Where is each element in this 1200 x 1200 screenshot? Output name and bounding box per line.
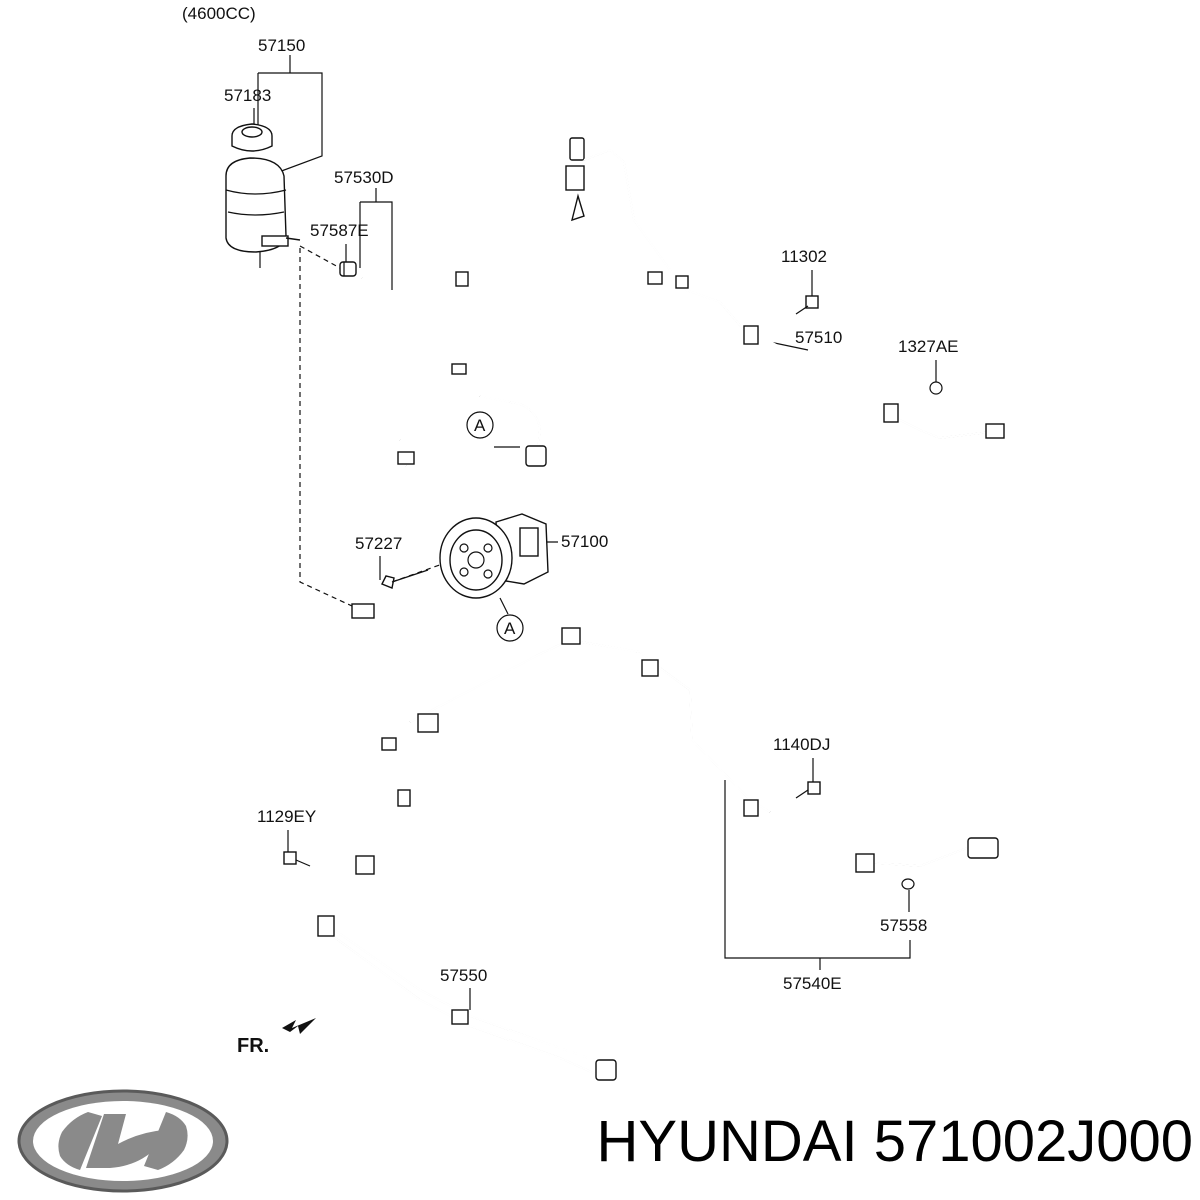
reference-a-upper (466, 411, 494, 439)
callout-57150: 57150 (258, 36, 305, 55)
bolt-1129ey (283, 851, 311, 867)
hyundai-logo-icon (17, 1089, 229, 1193)
callout-1129ey: 1129EY (257, 807, 316, 826)
front-arrow-icon (282, 1018, 316, 1034)
reservoir-cap (231, 123, 273, 152)
callout-57227: 57227 (355, 534, 402, 553)
nut-1327ae (929, 381, 943, 395)
callout-57510: 57510 (795, 328, 842, 347)
variant-label: (4600CC) (182, 4, 256, 23)
brand-name: HYUNDAI (596, 1109, 858, 1174)
return-hose-lower (317, 603, 617, 1081)
callout-1327ae: 1327AE (898, 337, 959, 356)
hose-clamp (339, 261, 357, 277)
callout-57587e: 57587E (310, 221, 369, 240)
part-number: 571002J000 (873, 1109, 1193, 1174)
connection-dashed-line (299, 248, 353, 607)
brand-part-number: HYUNDAI 571002J000 (528, 1108, 1193, 1175)
callout-11302: 11302 (781, 247, 827, 266)
bolt-11302 (795, 295, 819, 315)
callout-1140dj: 1140DJ (773, 735, 830, 754)
callout-57100: 57100 (561, 532, 608, 551)
reservoir-tank (225, 157, 301, 268)
return-tube (583, 148, 1005, 440)
pressure-hose-upper (450, 137, 585, 467)
callout-57183: 57183 (224, 86, 271, 105)
leader-lines (253, 55, 937, 1010)
svg-text:A: A (504, 619, 516, 638)
callout-57558: 57558 (880, 916, 927, 935)
front-marker-label: FR. (237, 1035, 269, 1057)
power-steering-pump (439, 513, 549, 599)
callout-57550: 57550 (440, 966, 487, 985)
o-ring-57558 (901, 878, 915, 890)
callout-57530d: 57530D (334, 168, 394, 187)
bolt-1140dj (795, 781, 821, 799)
pressure-hose-lower (381, 627, 999, 873)
suction-hose (359, 272, 454, 555)
callout-57540e: 57540E (783, 974, 842, 993)
reference-a-lower (496, 614, 524, 642)
bolt-57227 (381, 569, 429, 589)
svg-text:A: A (474, 416, 486, 435)
